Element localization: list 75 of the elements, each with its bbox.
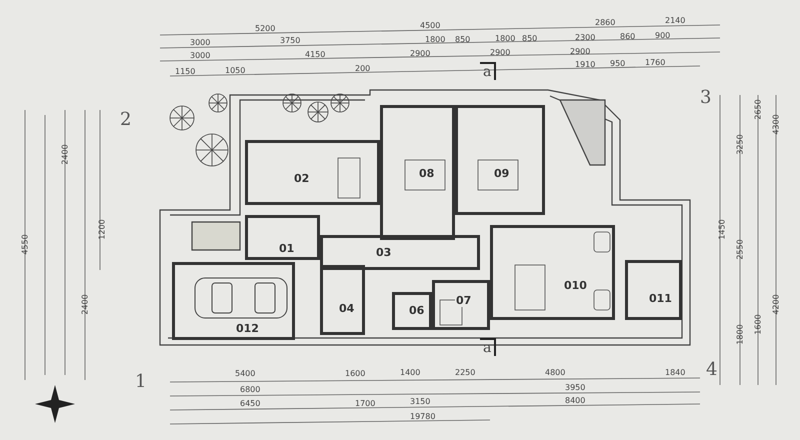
axis-label: 4: [706, 360, 718, 380]
dimension-label: 1050: [225, 66, 246, 75]
room-outline: [392, 292, 432, 330]
dimension-label: 2300: [575, 33, 596, 42]
dimension-label: 5400: [235, 369, 256, 378]
dimension-label: 1910: [575, 60, 596, 69]
dimension-label: 1600: [754, 314, 763, 335]
room-number: 03: [375, 247, 392, 259]
dimension-label: 4300: [772, 114, 781, 135]
room-number: 02: [293, 173, 310, 185]
dimension-label: 900: [655, 31, 670, 40]
dimension-label: 2250: [455, 368, 476, 377]
dimension-label: 1700: [355, 399, 376, 408]
dimension-label: 1600: [345, 369, 366, 378]
dimension-label: 6450: [240, 399, 260, 408]
dimension-label: 6800: [240, 385, 260, 394]
dimension-label: 2900: [570, 47, 590, 56]
dimension-label: 1800: [495, 34, 516, 43]
dimension-label: 3000: [190, 51, 210, 60]
dimension-label: 3000: [190, 38, 210, 47]
room-number: 09: [493, 168, 510, 180]
dimension-label: 19780: [410, 412, 436, 421]
dimension-label: 8400: [565, 396, 586, 405]
room-outline: [172, 262, 295, 340]
room-number: 04: [338, 303, 356, 315]
dimension-label: 1800: [425, 35, 446, 44]
dimension-label: 3150: [410, 397, 430, 406]
room-outline: [245, 140, 380, 205]
dimension-label: 4500: [420, 21, 440, 30]
dimension-label: 3950: [565, 383, 586, 392]
dimension-label: 200: [355, 64, 370, 73]
dimension-label: 860: [620, 32, 636, 41]
dimension-label: 4800: [545, 368, 566, 377]
room-outline: [245, 215, 320, 260]
dimension-label: 1400: [400, 368, 420, 377]
room-outline: [625, 260, 682, 320]
room-number: 08: [418, 168, 436, 180]
dimension-label: 1840: [665, 368, 686, 377]
dimension-label: 1800: [736, 324, 745, 345]
room-outline: [455, 105, 545, 215]
room-number: 010: [563, 280, 588, 292]
dimension-label: 4550: [20, 234, 30, 255]
dimension-label: 850: [455, 35, 470, 44]
dimension-label: 2140: [665, 16, 686, 25]
dimension-label: 1450: [718, 219, 727, 240]
dimension-label: 1760: [645, 58, 666, 67]
dimension-label: 3750: [280, 36, 300, 45]
dimension-label: 3250: [736, 134, 745, 155]
dimension-label: 1150: [175, 67, 196, 76]
dimension-label: 2650: [754, 99, 763, 120]
dimension-label: 1200: [98, 219, 107, 240]
room-number: 011: [648, 293, 673, 305]
dimension-label: 2900: [410, 49, 430, 58]
room-outline: [490, 225, 615, 320]
room-outline: [320, 235, 480, 270]
room-number: 01: [278, 243, 296, 255]
dimension-label: 2550: [736, 239, 745, 260]
room-number: 06: [408, 305, 426, 317]
dimension-label: 950: [610, 59, 626, 68]
dimension-label: 2400: [60, 144, 70, 165]
axis-label: 2: [120, 110, 132, 130]
axis-label: 3: [700, 88, 712, 108]
room-outline: [380, 105, 455, 240]
room-outline: [432, 280, 490, 330]
dimension-label: 850: [522, 34, 538, 43]
axis-label: 1: [135, 372, 146, 392]
room-number: 07: [455, 295, 472, 307]
room-number: 012: [235, 323, 260, 335]
dimension-label: 5200: [255, 24, 276, 33]
dimension-label: 4200: [772, 294, 781, 315]
room-outline: [320, 265, 365, 335]
dimension-label: 2860: [595, 18, 616, 27]
dimension-label: 4150: [305, 50, 326, 59]
dimension-label: 2400: [80, 294, 90, 315]
dimension-label: 2900: [490, 48, 510, 57]
